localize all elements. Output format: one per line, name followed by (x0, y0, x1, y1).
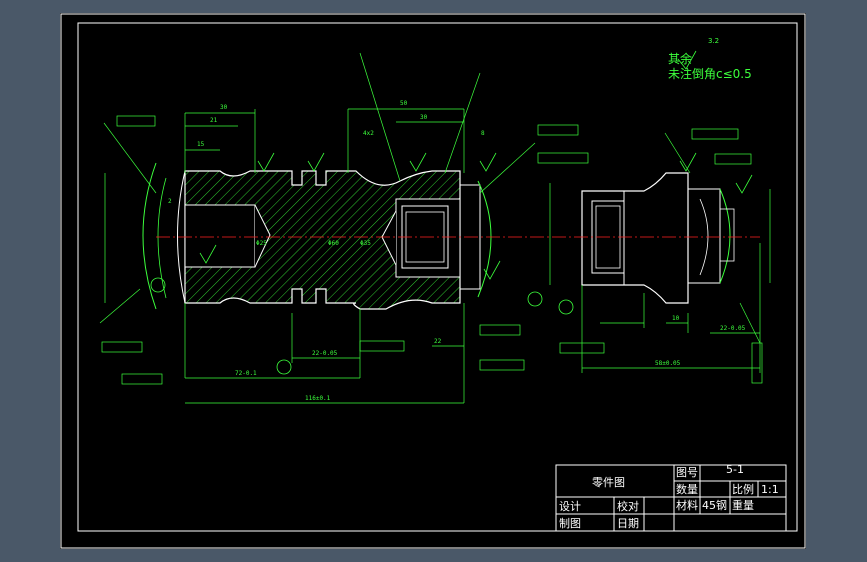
dim-phi60: Φ60 (328, 240, 339, 247)
part-drawing: 30 21 15 50 30 4x2 8 2 22 22-0.05 72-0.1… (60, 13, 806, 549)
scale-label: 比例 (732, 482, 754, 496)
left-spherical-face (142, 162, 157, 310)
dim-22-005a: 22-0.05 (312, 350, 338, 357)
dim-15: 15 (197, 141, 205, 148)
checker-label: 校对 (617, 499, 639, 513)
dim-2: 2 (168, 198, 172, 205)
dim-4x2: 4x2 (363, 130, 374, 137)
dimension-texts: 30 21 15 50 30 4x2 8 2 22 22-0.05 72-0.1… (168, 100, 746, 402)
weight-label: 重量 (732, 498, 754, 512)
title-block (555, 464, 787, 532)
material-label: 材料 (676, 498, 698, 512)
right-part (581, 172, 735, 304)
datum-circles (150, 277, 574, 375)
dimension-lines (99, 52, 771, 404)
tolerance-frames (101, 115, 763, 385)
designer-label: 设计 (559, 500, 581, 513)
dim-50: 50 (400, 100, 408, 107)
left-bore (184, 204, 256, 268)
quantity-label: 数量 (676, 483, 698, 496)
dim-phi25: Φ25 (256, 240, 267, 247)
dim-116: 116±0.1 (305, 395, 331, 402)
roughness-value: 3.2 (708, 37, 720, 45)
dim-30b: 30 (420, 114, 428, 121)
dim-phi35: Φ35 (360, 240, 371, 247)
inner-frame (77, 22, 798, 532)
dim-22-005b: 22-0.05 (720, 325, 746, 332)
dim-8: 8 (481, 130, 485, 137)
drawing-sheet: 30 21 15 50 30 4x2 8 2 22 22-0.05 72-0.1… (60, 13, 806, 549)
dim-72: 72-0.1 (235, 370, 257, 377)
dim-22: 22 (434, 338, 442, 345)
outer-frame (60, 13, 806, 549)
dim-21: 21 (210, 117, 218, 124)
drawing-no-label: 图号 (676, 466, 698, 479)
material-value: 45钢 (702, 499, 727, 512)
title-block-text: 零件图 图号 5-1 数量 比例 1:1 材料 45钢 重量 设计 校对 制图 … (559, 463, 779, 530)
part-name: 零件图 (592, 476, 625, 489)
scale-value: 1:1 (761, 483, 779, 496)
drawing-no: 5-1 (726, 463, 744, 476)
dim-30a: 30 (220, 104, 228, 111)
remaining-roughness-label: 其余 (668, 52, 693, 66)
main-part (142, 162, 492, 310)
dim-58: 58±0.05 (655, 360, 681, 367)
roughness-symbols (199, 50, 753, 280)
right-neck (460, 184, 481, 290)
chamfer-note: 未注倒角c≤0.5 (668, 67, 752, 81)
dim-10: 10 (672, 315, 680, 322)
date-label: 日期 (617, 517, 639, 530)
left-bore-cone (254, 204, 271, 268)
right-part-outline (581, 172, 689, 304)
drafter-label: 制图 (559, 517, 581, 530)
